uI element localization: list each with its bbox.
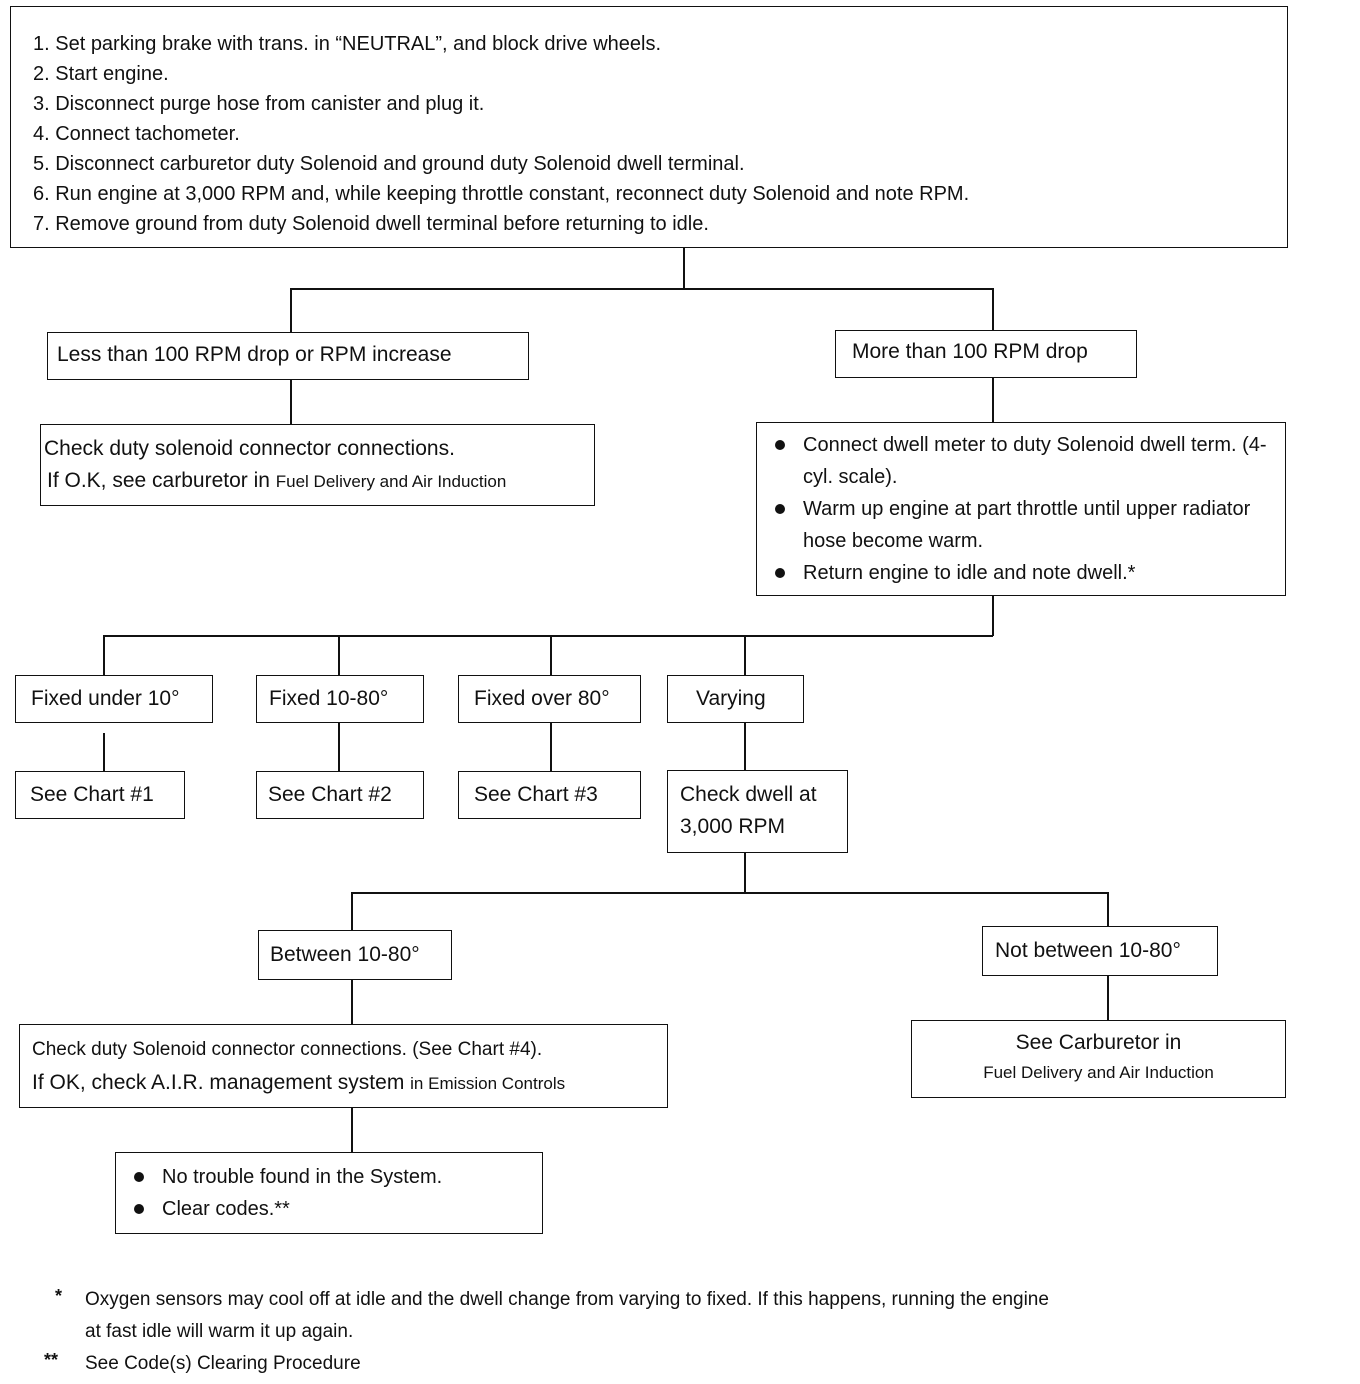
step-6: 6. Run engine at 3,000 RPM and, while ke… — [33, 183, 970, 205]
footnote-2-line1: See Code(s) Clearing Procedure — [85, 1353, 361, 1374]
procedure-steps-list: 1. Set parking brake with trans. in “NEU… — [11, 7, 1287, 239]
see-chart-1-label: See Chart #1 — [30, 783, 154, 806]
step-3: 3. Disconnect purge hose from canister a… — [33, 93, 485, 115]
see-chart-3-label: See Chart #3 — [474, 783, 598, 806]
air-check-line2-main: If OK, check A.I.R. management system — [32, 1071, 411, 1094]
step-4: 4. Connect tachometer. — [33, 123, 240, 145]
connector — [290, 288, 993, 290]
fixed-over-80-box: Fixed over 80° — [458, 675, 641, 723]
check-connector-line2: If O.K, see carburetor in Fuel Delivery … — [47, 469, 506, 493]
bullet-icon — [134, 1172, 144, 1182]
fixed-10-80-label: Fixed 10-80° — [269, 687, 389, 710]
check-dwell-3000-box: Check dwell at 3,000 RPM — [667, 770, 848, 853]
footnote-1-line1: Oxygen sensors may cool off at idle and … — [85, 1289, 1049, 1310]
branch-less-than-100-box: Less than 100 RPM drop or RPM increase — [47, 332, 529, 380]
connector — [351, 1108, 353, 1152]
see-carburetor-box: See Carburetor in Fuel Delivery and Air … — [911, 1020, 1286, 1098]
fixed-under-10-label: Fixed under 10° — [31, 687, 180, 710]
connector — [992, 378, 994, 422]
dwell-step-2: Warm up engine at part throttle until up… — [757, 493, 1285, 557]
not-between-10-80-box: Not between 10-80° — [982, 926, 1218, 976]
see-chart-2-label: See Chart #2 — [268, 783, 392, 806]
connector — [103, 635, 105, 675]
connector — [338, 635, 340, 675]
check-connector-line2-main: If O.K, see carburetor in — [47, 469, 276, 492]
check-connector-box: Check duty solenoid connector connection… — [40, 424, 595, 506]
dwell-step-3: Return engine to idle and note dwell.* — [757, 557, 1285, 589]
check-connector-ref: Fuel Delivery and Air Induction — [275, 472, 507, 491]
connector — [290, 288, 292, 332]
varying-box: Varying — [667, 675, 804, 723]
fixed-under-10-box: Fixed under 10° — [15, 675, 213, 723]
connector — [550, 723, 552, 771]
check-dwell-3000-line2: 3,000 RPM — [680, 815, 786, 838]
check-dwell-3000-line1: Check dwell at — [680, 783, 817, 806]
clear-codes-text: Clear codes.** — [162, 1198, 290, 1220]
branch-more-than-100-box: More than 100 RPM drop — [835, 330, 1137, 378]
dwell-step-3-text: Return engine to idle and note dwell.* — [803, 562, 1136, 584]
footnote-1-line2: at fast idle will warm it up again. — [85, 1321, 354, 1342]
connector — [550, 635, 552, 675]
see-carburetor-line1: See Carburetor in — [1015, 1031, 1182, 1054]
air-check-line1: Check duty Solenoid connector connection… — [32, 1039, 543, 1060]
connector — [351, 892, 1108, 894]
dwell-step-1: Connect dwell meter to duty Solenoid dwe… — [757, 429, 1285, 493]
step-5: 5. Disconnect carburetor duty Solenoid a… — [33, 153, 745, 175]
procedure-steps-box: 1. Set parking brake with trans. in “NEU… — [10, 6, 1288, 248]
connector — [1107, 976, 1109, 1020]
bullet-icon — [775, 440, 785, 450]
connector — [290, 380, 292, 424]
branch-less-than-100-label: Less than 100 RPM drop or RPM increase — [57, 343, 452, 366]
air-check-ref: in Emission Controls — [410, 1074, 566, 1093]
fixed-10-80-box: Fixed 10-80° — [256, 675, 424, 723]
step-2: 2. Start engine. — [33, 63, 169, 85]
connector — [683, 248, 685, 288]
air-management-check-box: Check duty Solenoid connector connection… — [19, 1024, 668, 1108]
branch-more-than-100-label: More than 100 RPM drop — [852, 340, 1088, 363]
connector — [744, 635, 746, 675]
connector — [744, 853, 746, 893]
bullet-icon — [775, 568, 785, 578]
no-trouble-list: No trouble found in the System. Clear co… — [116, 1161, 542, 1225]
clear-codes-item: Clear codes.** — [116, 1193, 542, 1225]
see-chart-1-box: See Chart #1 — [15, 771, 185, 819]
dwell-meter-steps-list: Connect dwell meter to duty Solenoid dwe… — [757, 429, 1285, 589]
connector — [744, 723, 746, 770]
not-between-10-80-label: Not between 10-80° — [995, 939, 1181, 962]
no-trouble-text: No trouble found in the System. — [162, 1166, 443, 1188]
fixed-over-80-label: Fixed over 80° — [474, 687, 610, 710]
step-1: 1. Set parking brake with trans. in “NEU… — [33, 33, 662, 55]
varying-label: Varying — [696, 687, 766, 710]
connector — [992, 288, 994, 330]
connector — [103, 635, 993, 637]
connector — [351, 980, 353, 1024]
bullet-icon — [134, 1204, 144, 1214]
bullet-icon — [775, 504, 785, 514]
see-carburetor-line2: Fuel Delivery and Air Induction — [983, 1063, 1214, 1082]
connector — [992, 596, 994, 636]
connector — [351, 892, 353, 930]
dwell-meter-steps-box: Connect dwell meter to duty Solenoid dwe… — [756, 422, 1286, 596]
check-connector-line1: Check duty solenoid connector connection… — [44, 437, 455, 460]
no-trouble-box: No trouble found in the System. Clear co… — [115, 1152, 543, 1234]
no-trouble-item: No trouble found in the System. — [116, 1161, 542, 1193]
dwell-step-2-text: Warm up engine at part throttle until up… — [803, 498, 1251, 552]
footnote-1-mark: * — [55, 1286, 63, 1306]
see-chart-2-box: See Chart #2 — [256, 771, 424, 819]
between-10-80-box: Between 10-80° — [258, 930, 452, 980]
connector — [1107, 892, 1109, 926]
dwell-step-1-text: Connect dwell meter to duty Solenoid dwe… — [803, 434, 1267, 488]
air-check-line2: If OK, check A.I.R. management system in… — [32, 1071, 565, 1095]
between-10-80-label: Between 10-80° — [270, 943, 420, 966]
footnote-2-mark: ** — [44, 1350, 59, 1370]
connector — [103, 733, 105, 771]
see-chart-3-box: See Chart #3 — [458, 771, 641, 819]
step-7: 7. Remove ground from duty Solenoid dwel… — [33, 213, 709, 235]
connector — [338, 723, 340, 771]
